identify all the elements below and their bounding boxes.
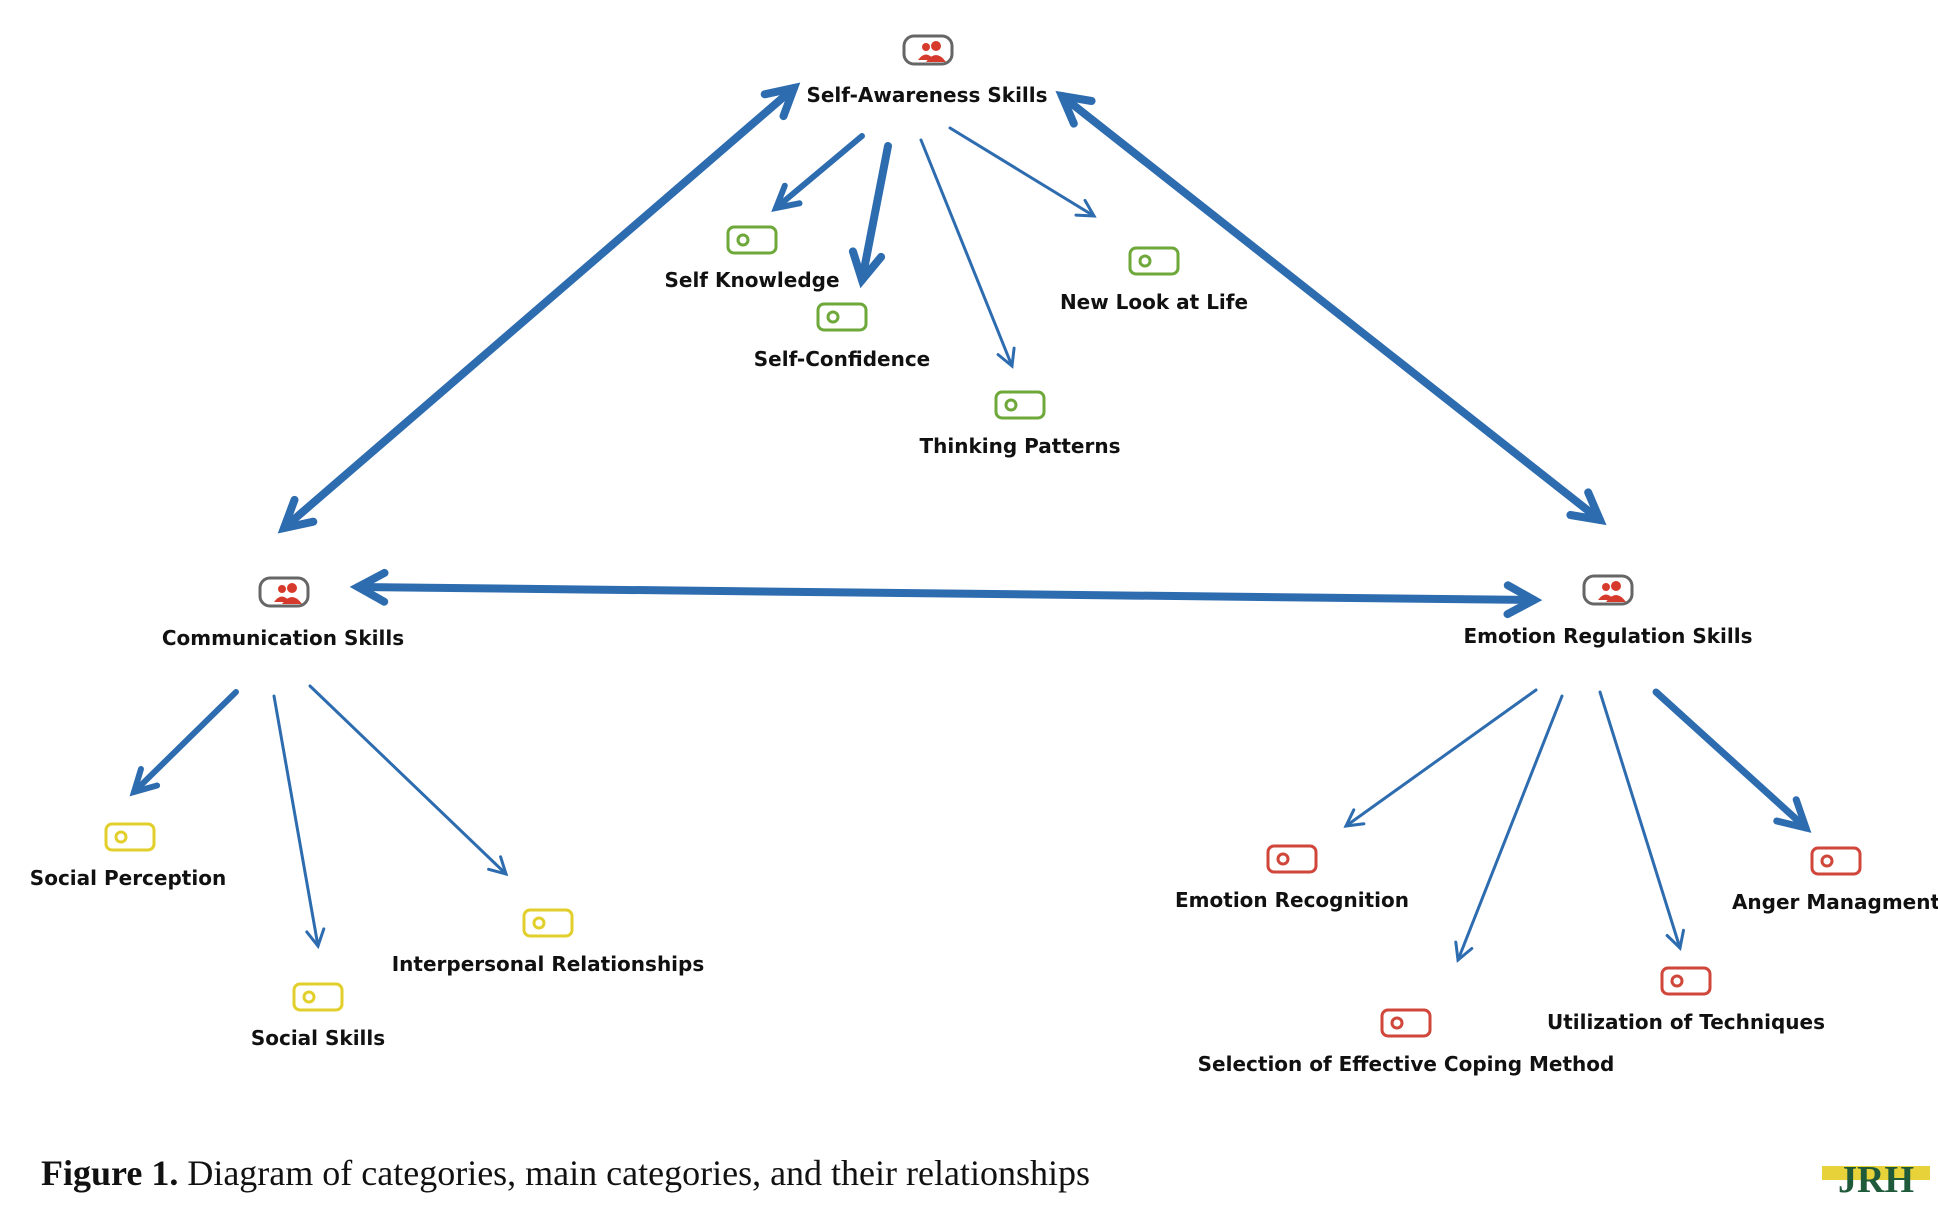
arrow-to-social-perception bbox=[131, 689, 239, 795]
arrowhead bbox=[1055, 90, 1096, 128]
sub-category-label: Social Perception bbox=[30, 866, 226, 890]
code-icon bbox=[1266, 844, 1318, 874]
arrowhead bbox=[1454, 940, 1474, 963]
arrowhead bbox=[848, 247, 886, 289]
code-icon bbox=[104, 822, 156, 852]
main-category-label: Emotion Regulation Skills bbox=[1463, 624, 1752, 648]
arrowhead bbox=[996, 346, 1016, 369]
code-icon bbox=[1128, 246, 1180, 276]
main-category-label: Communication Skills bbox=[162, 626, 404, 650]
arrow-communication-emotion-regulation bbox=[354, 583, 1538, 604]
code-icon bbox=[726, 225, 778, 255]
arrowhead bbox=[1343, 808, 1366, 828]
caption-text: Diagram of categories, main categories, … bbox=[178, 1153, 1090, 1193]
code-icon bbox=[292, 982, 344, 1012]
arrow-to-anger-managment bbox=[1652, 688, 1810, 832]
arrowhead bbox=[277, 495, 318, 534]
main-category-icon bbox=[258, 576, 310, 608]
code-icon bbox=[1380, 1008, 1432, 1038]
main-category-label: Self-Awareness Skills bbox=[806, 83, 1047, 107]
main-category-icon bbox=[902, 34, 954, 66]
arrowhead bbox=[1665, 928, 1685, 951]
sub-category-label: Utilization of Techniques bbox=[1547, 1010, 1825, 1034]
arrowhead bbox=[305, 927, 326, 950]
arrowhead bbox=[1503, 581, 1543, 619]
sub-category-label: Anger Managment bbox=[1732, 890, 1938, 914]
code-icon bbox=[1660, 966, 1712, 996]
sub-category-label: Social Skills bbox=[251, 1026, 385, 1050]
code-icon bbox=[994, 390, 1046, 420]
arrow-to-selection-coping bbox=[1456, 694, 1564, 962]
arrowhead bbox=[1773, 796, 1812, 833]
arrow-to-utilization-techniques bbox=[1598, 690, 1682, 950]
sub-category-label: Self Knowledge bbox=[664, 268, 839, 292]
arrow-self-awareness-communication bbox=[280, 84, 798, 532]
sub-category-label: Self-Confidence bbox=[754, 347, 931, 371]
arrow-to-self-knowledge bbox=[773, 133, 865, 211]
arrow-to-social-skills bbox=[272, 694, 320, 948]
logo-text: JRH bbox=[1838, 1159, 1914, 1198]
main-category-icon bbox=[1582, 574, 1634, 606]
sub-category-label: Emotion Recognition bbox=[1175, 888, 1409, 912]
arrow-to-new-look-at-life bbox=[948, 126, 1096, 218]
sub-category-label: Interpersonal Relationships bbox=[392, 952, 705, 976]
code-icon bbox=[1810, 846, 1862, 876]
arrowhead bbox=[760, 82, 801, 121]
arrowhead bbox=[771, 182, 803, 213]
arrow-self-awareness-emotion-regulation bbox=[1058, 92, 1604, 524]
arrow-to-emotion-recognition bbox=[1344, 688, 1538, 828]
arrow-to-interpersonal-relationships bbox=[308, 684, 508, 876]
figure-caption: Figure 1. Diagram of categories, main ca… bbox=[41, 1152, 1090, 1194]
arrowhead bbox=[1566, 488, 1607, 526]
arrow-to-self-confidence bbox=[858, 142, 892, 284]
arrowhead bbox=[349, 568, 389, 606]
arrowhead bbox=[1074, 198, 1097, 218]
journal-logo: JRH bbox=[1822, 1159, 1930, 1198]
caption-prefix: Figure 1. bbox=[41, 1153, 179, 1193]
arrow-to-thinking-patterns bbox=[919, 138, 1014, 368]
code-icon bbox=[816, 302, 868, 332]
sub-category-label: New Look at Life bbox=[1060, 290, 1248, 314]
code-icon bbox=[522, 908, 574, 938]
relationship-arrows bbox=[129, 82, 1812, 963]
arrowhead bbox=[129, 766, 161, 797]
sub-category-label: Thinking Patterns bbox=[920, 434, 1121, 458]
sub-category-label: Selection of Effective Coping Method bbox=[1198, 1052, 1615, 1076]
arrowhead bbox=[487, 855, 509, 877]
